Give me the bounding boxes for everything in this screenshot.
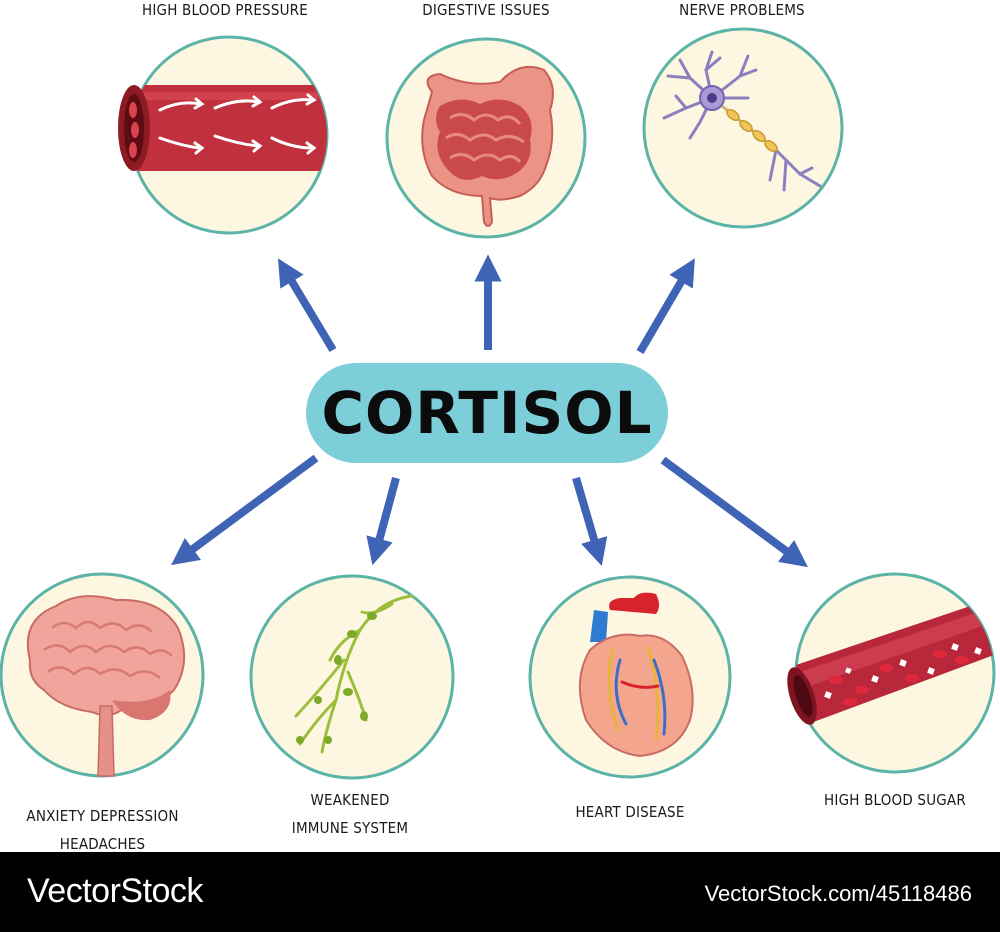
- label-high-blood-sugar: HIGH BLOOD SUGAR: [824, 791, 966, 809]
- label-immune-line2: IMMUNE SYSTEM: [291, 819, 409, 837]
- label-immune-line1: WEAKENED: [310, 791, 390, 809]
- footer-bar: VectorStock VectorStock.com/45118486: [0, 852, 1000, 932]
- arrow-to-immune-system: [366, 476, 400, 566]
- label-nerve-problems: NERVE PROBLEMS: [679, 1, 805, 19]
- stock-reference: VectorStock.com/45118486: [704, 881, 972, 906]
- heart-icon: [528, 575, 732, 779]
- cortisol-pill: CORTISOL: [306, 363, 668, 463]
- arrow-to-high-blood-pressure: [278, 258, 337, 353]
- blood-vessel-pressure-icon: [118, 35, 329, 235]
- label-weakened-immune-system: WEAKENED IMMUNE SYSTEM: [260, 786, 440, 842]
- label-anxiety-line2: HEADACHES: [59, 835, 146, 853]
- cortisol-label: CORTISOL: [321, 379, 653, 447]
- label-heart-disease: HEART DISEASE: [575, 803, 685, 821]
- label-high-blood-pressure: HIGH BLOOD PRESSURE: [142, 1, 308, 19]
- arrow-to-heart-disease: [572, 476, 608, 567]
- arrow-to-nerve-problems: [636, 258, 695, 355]
- label-anxiety-line1: ANXIETY DEPRESSION: [26, 807, 179, 825]
- arrows: [171, 254, 808, 568]
- label-digestive-issues: DIGESTIVE ISSUES: [422, 1, 550, 19]
- cortisol-diagram: [0, 27, 996, 780]
- arrow-to-high-blood-sugar: [660, 456, 808, 568]
- neuron-icon: [642, 27, 844, 229]
- lymph-vessels-icon: [249, 574, 455, 780]
- intestines-icon: [385, 37, 587, 239]
- label-anxiety-depression-headaches: ANXIETY DEPRESSION HEADACHES: [0, 802, 205, 858]
- blood-vessel-sugar-icon: [787, 572, 996, 774]
- arrow-to-anxiety: [171, 454, 319, 566]
- brain-icon: [0, 572, 205, 778]
- brand-logo-text: VectorStock: [27, 872, 203, 910]
